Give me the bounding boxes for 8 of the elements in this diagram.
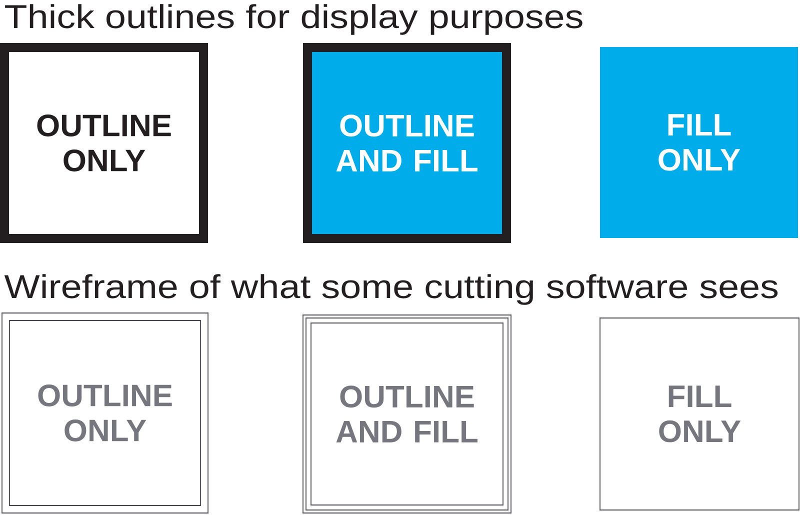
wireframe-square: OUTLINE AND FILL (302, 314, 512, 514)
wireframe-square: OUTLINE ONLY (2, 312, 208, 514)
heading: Thick outlines for display purposes (5, 4, 582, 35)
heading: Wireframe of what some cutting software sees (4, 274, 778, 305)
wireframe-square: FILL ONLY (600, 318, 800, 510)
outlined-square: OUTLINE ONLY (0, 43, 208, 243)
filled-square: OUTLINE AND FILL (303, 43, 511, 243)
filled-square: FILL ONLY (600, 47, 798, 238)
